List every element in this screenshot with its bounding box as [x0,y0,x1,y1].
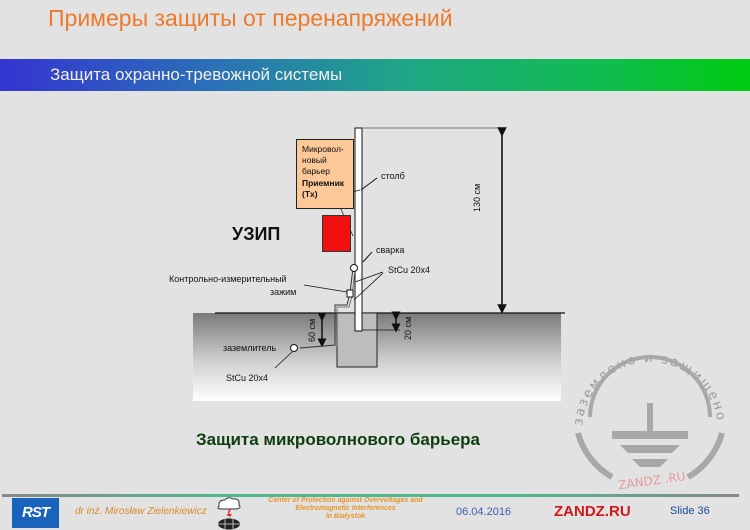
diagram-caption: Защита микроволнового барьера [196,430,481,449]
spd-label: УЗИП [232,224,281,244]
footer-divider [2,494,739,497]
earth-electrode-label: заземлитель [223,343,277,353]
slide-date: 06.04.2016 [456,506,512,518]
center-line: Center of Protection against Overvoltage… [268,497,423,504]
spd-box [322,215,351,252]
test-clamp-label: Контрольно-измерительный [169,274,287,284]
section-title: Защита охранно-тревожной системы [50,65,343,84]
grounding-watermark-icon: заземлено и защищено ZANDZ .RU [571,351,726,490]
slide-number: Slide 36 [670,505,710,517]
center-name: Center of Protection against Overvoltage… [258,497,433,521]
cpo-globe-logo-icon [217,497,241,530]
svg-text:ZANDZ .RU: ZANDZ .RU [617,469,686,490]
barrier-text: барьер [302,166,331,176]
dimension-20-label: 20 см [403,316,413,340]
barrier-text: новый [302,155,327,165]
center-line: in Białystok [325,513,366,520]
center-line: Electromagnetic Interferences [295,505,396,512]
test-clamp-label-2: зажим [270,287,297,297]
pole-label: столб [381,171,405,181]
rst-logo: RST [12,498,59,528]
microwave-barrier-receiver: Микровол- новый барьер Приемник (Tx) [296,139,354,209]
section-band: Защита охранно-тревожной системы [0,59,750,91]
barrier-text: Приемник [302,178,345,188]
brand-label: ZANDZ.RU [554,503,631,520]
dimension-60-label: 60 см [307,318,317,342]
pole [354,127,363,332]
author-name: dr inż. Mirosław Zielenkiewicz [75,506,207,517]
electrode-conductor-label: StCu 20x4 [226,373,269,383]
barrier-text: Микровол- [302,144,344,154]
slide-title: Примеры защиты от перенапряжений [48,5,453,31]
barrier-text: (Tx) [302,189,318,199]
weld-label: сварка [376,245,405,255]
dimension-130-label: 130 см [472,183,482,212]
conductor-label: StCu 20x4 [388,265,431,275]
